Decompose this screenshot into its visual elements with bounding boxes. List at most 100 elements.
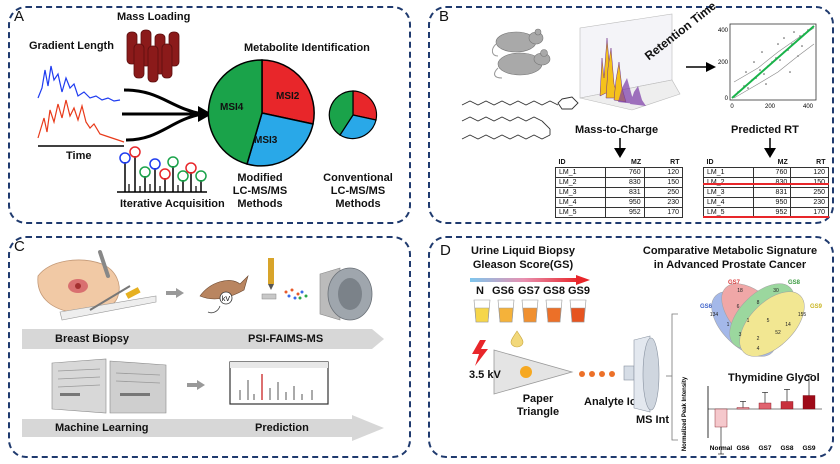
breast-biopsy-label: Breast Biopsy bbox=[55, 333, 129, 345]
ms-int-label: MS Int bbox=[636, 414, 669, 426]
group-label-gs7: GS7 bbox=[518, 285, 541, 297]
kv-label: kV bbox=[222, 296, 231, 303]
venn-number: 3 bbox=[739, 332, 742, 338]
bar-gs8 bbox=[780, 401, 794, 410]
analyte-ion-label: Analyte Ion bbox=[584, 396, 644, 408]
bar-tick-label: GS8 bbox=[780, 445, 793, 452]
prediction-spectrum-icon bbox=[229, 361, 329, 405]
venn-number: 155 bbox=[798, 312, 807, 318]
venn-number: 52 bbox=[775, 330, 781, 336]
venn-number: 2 bbox=[757, 336, 760, 342]
analyte-ion-dots bbox=[579, 371, 615, 377]
bar-tick-label: GS6 bbox=[736, 445, 749, 452]
pie-label-msi3: MSI3 bbox=[254, 135, 278, 146]
scatter-tick-x-400: 400 bbox=[803, 104, 814, 110]
voltage-label: 3.5 kV bbox=[469, 369, 501, 381]
down-arrow-mz bbox=[614, 138, 626, 158]
group-label-gs8: GS8 bbox=[543, 285, 566, 297]
lightning-icon bbox=[472, 340, 488, 366]
venn-number: 134 bbox=[710, 312, 719, 318]
scatter-tick-y-400: 400 bbox=[718, 28, 729, 34]
venn-number: 6 bbox=[737, 304, 740, 310]
venn-number: 14 bbox=[785, 322, 791, 328]
psi-faims-ms-illustration: kV bbox=[199, 258, 373, 321]
iterative-acquisition-label: Iterative Acquisition bbox=[120, 198, 225, 210]
venn-number: 5 bbox=[767, 318, 770, 324]
venn-number: 4 bbox=[757, 346, 760, 352]
time-label: Time bbox=[66, 150, 92, 162]
venn-number: 30 bbox=[773, 288, 779, 294]
venn-number: 1 bbox=[727, 322, 730, 328]
scatter-tick-x-0: 0 bbox=[730, 104, 734, 110]
bar-gs9 bbox=[802, 395, 816, 410]
scatter-tick-x-200: 200 bbox=[765, 104, 776, 110]
iterative-acquisition-icon bbox=[117, 146, 207, 193]
venn-number: 18 bbox=[737, 288, 743, 294]
venn-number: 1 bbox=[747, 318, 750, 324]
group-label-n: N bbox=[476, 285, 484, 297]
ms-bracket bbox=[666, 313, 678, 441]
urine-cups-icon bbox=[473, 299, 587, 323]
pie-label-msi2: MSI2 bbox=[276, 91, 300, 102]
mass-loading-label: Mass Loading bbox=[117, 11, 191, 23]
bar-tick-label: GS9 bbox=[802, 445, 815, 452]
group-label-gs6: GS6 bbox=[492, 285, 515, 297]
bar-chart-ylabel: Normalized Peak Intensity bbox=[682, 376, 688, 451]
thymidine-glycol-title: Thymidine Glycol bbox=[728, 372, 820, 384]
scatter-tick-y-200: 200 bbox=[718, 60, 729, 66]
down-arrow-rt bbox=[764, 138, 776, 158]
group-label-gs9: GS9 bbox=[568, 285, 591, 297]
venn-label-gs7: GS7 bbox=[728, 280, 741, 286]
conventional-methods-pie bbox=[328, 90, 378, 140]
mice-icon bbox=[491, 28, 551, 79]
pie-label-msi4: MSI4 bbox=[220, 102, 244, 113]
breast-biopsy-illustration bbox=[37, 250, 157, 321]
converging-arrows bbox=[122, 88, 212, 142]
venn-label-gs9: GS9 bbox=[810, 304, 823, 310]
venn-label-gs6: GS6 bbox=[700, 304, 713, 310]
band-2 bbox=[22, 415, 384, 441]
metabolite-identification-label: Metabolite Identification bbox=[244, 42, 370, 54]
bar-gs7 bbox=[758, 402, 772, 410]
prediction-label: Prediction bbox=[255, 422, 309, 434]
panel-b-label: B bbox=[439, 8, 450, 25]
scatter-tick-y-0: 0 bbox=[725, 96, 729, 102]
modified-methods-pie bbox=[207, 59, 315, 167]
server-computers-icon bbox=[51, 358, 167, 414]
panel-a-label: A bbox=[14, 8, 25, 25]
venn-label-gs8: GS8 bbox=[788, 280, 801, 286]
mass-to-charge-label: Mass-to-Charge bbox=[575, 124, 659, 136]
arrow-to-scatter bbox=[686, 62, 716, 72]
psi-faims-ms-label: PSI-FAIMS-MS bbox=[248, 333, 324, 345]
gleason-gradient-arrow bbox=[470, 275, 590, 285]
3d-chromatogram bbox=[579, 13, 681, 111]
chromatogram-traces bbox=[37, 65, 125, 147]
machine-learning-label: Machine Learning bbox=[55, 422, 149, 434]
bar-tick-label: GS7 bbox=[758, 445, 771, 452]
venn-number: 8 bbox=[757, 300, 760, 306]
arrow-c1 bbox=[166, 288, 184, 298]
test-tubes-icon bbox=[126, 29, 180, 83]
droplet-icon bbox=[510, 330, 524, 348]
paper-triangle-icon bbox=[493, 349, 574, 395]
bar-gs6 bbox=[736, 407, 750, 410]
ms-inlet-icon bbox=[623, 335, 660, 413]
venn-diagram: 18 30 134 6 8 155 1 1 5 14 3 52 2 4 GS7 … bbox=[700, 280, 823, 357]
panel-c-label: C bbox=[14, 238, 25, 255]
panel-d-label: D bbox=[440, 242, 451, 259]
